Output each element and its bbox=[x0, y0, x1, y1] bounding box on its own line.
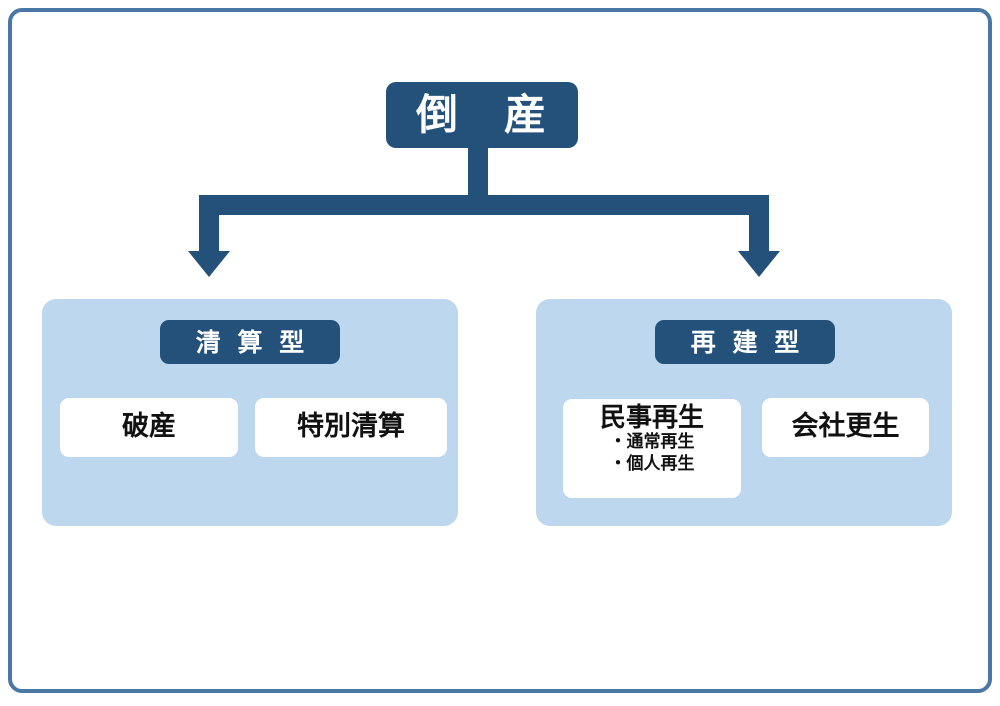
branch-header-liquidation: 清 算 型 bbox=[160, 320, 340, 364]
branch-panel-reorganization: 再 建 型 民事再生 ・通常再生 ・個人再生 会社更生 bbox=[536, 299, 952, 526]
branch-header-reorganization: 再 建 型 bbox=[655, 320, 835, 364]
branch-header-label-liquidation: 清 算 型 bbox=[195, 327, 309, 357]
leaf-title-hasan: 破産 bbox=[122, 411, 176, 443]
leaf-title-kaisha-kosei: 会社更生 bbox=[791, 411, 900, 443]
leaf-title-tokubetsu-seisan: 特別清算 bbox=[297, 411, 405, 443]
root-node-label: 倒 産 bbox=[415, 90, 548, 139]
leaf-box-hasan: 破産 bbox=[60, 398, 238, 457]
root-node-bankruptcy: 倒 産 bbox=[386, 82, 578, 148]
leaf-title-minji-saisei: 民事再生 bbox=[599, 403, 704, 433]
branch-header-label-reorganization: 再 建 型 bbox=[690, 327, 804, 357]
leaf-bullet-tsujo-saisei: ・通常再生 bbox=[609, 432, 695, 453]
leaf-box-tokubetsu-seisan: 特別清算 bbox=[255, 398, 447, 457]
branch-panel-liquidation: 清 算 型 破産 特別清算 bbox=[42, 299, 458, 526]
leaf-box-kaisha-kosei: 会社更生 bbox=[762, 398, 929, 457]
outer-border-frame bbox=[8, 8, 992, 693]
leaf-bullet-kojin-saisei: ・個人再生 bbox=[609, 453, 695, 474]
leaf-box-minji-saisei: 民事再生 ・通常再生 ・個人再生 bbox=[563, 399, 741, 498]
